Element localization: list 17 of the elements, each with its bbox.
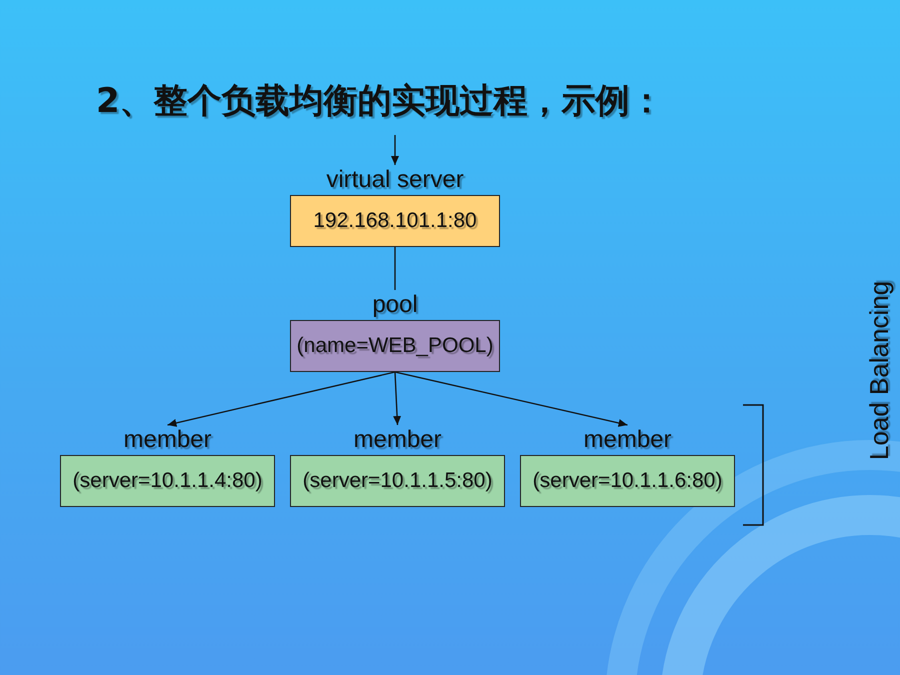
node-heading: member bbox=[353, 425, 442, 455]
arrow bbox=[394, 371, 628, 427]
arrow bbox=[391, 135, 399, 165]
member-box: (server=10.1.1.6:80) bbox=[520, 455, 735, 507]
slide-title: 2、整个负载均衡的实现过程，示例： bbox=[96, 80, 664, 123]
side-label: Load Balancing bbox=[864, 281, 895, 460]
node-heading: member bbox=[583, 425, 672, 455]
connector-line bbox=[394, 247, 396, 290]
node-heading: member bbox=[123, 425, 212, 455]
node-heading: pool bbox=[372, 290, 418, 320]
arrow bbox=[167, 371, 396, 427]
server-box: 192.168.101.1:80 bbox=[290, 195, 500, 247]
member-box: (server=10.1.1.5:80) bbox=[290, 455, 505, 507]
arrow bbox=[393, 372, 402, 426]
node-heading: virtual server bbox=[326, 165, 464, 195]
member-box: (server=10.1.1.4:80) bbox=[60, 455, 275, 507]
pool-box: (name=WEB_POOL) bbox=[290, 320, 500, 372]
